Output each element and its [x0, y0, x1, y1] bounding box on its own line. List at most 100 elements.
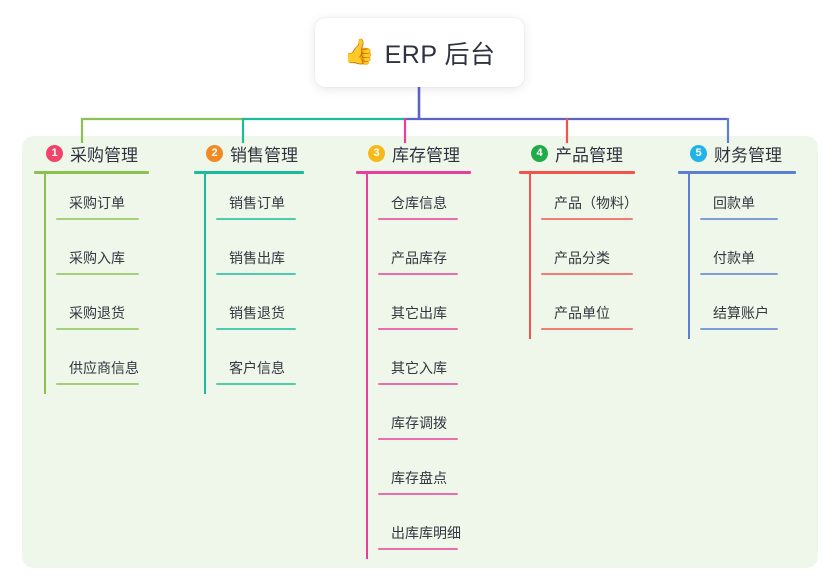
- list-item-label: 采购订单: [69, 195, 125, 211]
- list-item-label: 仓库信息: [391, 195, 447, 211]
- list-item-rule: [541, 218, 633, 220]
- list-item-label: 库存盘点: [391, 470, 447, 486]
- column-badge-icon: 5: [690, 144, 707, 162]
- column-header-rule: [356, 171, 471, 174]
- list-item[interactable]: 其它入库: [367, 339, 482, 394]
- list-item-rule: [216, 383, 296, 385]
- list-item-rule: [700, 328, 778, 330]
- column-items: 采购订单采购入库采购退货供应商信息: [34, 174, 160, 394]
- list-item-rule: [378, 438, 458, 440]
- list-item[interactable]: 其它出库: [367, 284, 482, 339]
- column-spine: [688, 174, 690, 339]
- list-item-label: 销售出库: [229, 250, 285, 266]
- column-items: 产品（物料） 产品分类产品单位: [519, 174, 647, 339]
- column-title: 销售管理: [230, 145, 298, 165]
- list-item-rule: [700, 218, 778, 220]
- column-header-rule: [34, 171, 149, 174]
- list-item[interactable]: 仓库信息: [367, 174, 482, 229]
- column-title: 采购管理: [70, 145, 138, 165]
- list-item-label: 其它出库: [391, 305, 447, 321]
- column-items: 销售订单销售出库销售退货客户信息: [194, 174, 316, 394]
- thumbs-up-icon: 👍: [343, 38, 375, 66]
- list-item[interactable]: 采购订单: [45, 174, 160, 229]
- list-item[interactable]: 产品分类: [530, 229, 647, 284]
- list-item[interactable]: 出库库明细: [367, 504, 482, 559]
- list-item-label: 产品分类: [554, 250, 610, 266]
- list-item-label: 结算账户: [713, 305, 769, 321]
- column-header-5[interactable]: 5 财务管理: [678, 140, 808, 166]
- list-item-label: 采购退货: [69, 305, 125, 321]
- column-badge-icon: 2: [206, 144, 223, 162]
- list-item-rule: [378, 273, 458, 275]
- list-item-rule: [541, 273, 633, 275]
- column-header-1[interactable]: 1 采购管理: [34, 140, 160, 166]
- list-item-label: 付款单: [713, 250, 755, 266]
- list-item-label: 产品（物料）: [554, 195, 638, 211]
- column-5: 5 财务管理回款单付款单结算账户: [678, 140, 808, 339]
- column-items: 回款单付款单结算账户: [678, 174, 808, 339]
- list-item-rule: [378, 548, 458, 550]
- column-badge-icon: 4: [531, 144, 548, 162]
- list-item[interactable]: 销售订单: [205, 174, 316, 229]
- list-item-rule: [56, 218, 139, 220]
- column-spine: [366, 174, 368, 559]
- list-item[interactable]: 采购退货: [45, 284, 160, 339]
- column-header-rule: [678, 171, 796, 174]
- list-item-label: 供应商信息: [69, 360, 139, 376]
- list-item[interactable]: 回款单: [689, 174, 808, 229]
- diagram-panel: [22, 136, 818, 568]
- column-title: 财务管理: [714, 145, 782, 165]
- list-item[interactable]: 销售出库: [205, 229, 316, 284]
- list-item-label: 销售订单: [229, 195, 285, 211]
- list-item[interactable]: 付款单: [689, 229, 808, 284]
- list-item[interactable]: 产品单位: [530, 284, 647, 339]
- list-item-rule: [700, 273, 778, 275]
- column-header-4[interactable]: 4 产品管理: [519, 140, 647, 166]
- list-item-rule: [378, 383, 458, 385]
- column-badge-icon: 1: [46, 144, 63, 162]
- list-item-rule: [378, 493, 458, 495]
- column-spine: [44, 174, 46, 394]
- column-3: 3 库存管理仓库信息产品库存其它出库其它入库库存调拨库存盘点出库库明细: [356, 140, 482, 559]
- list-item[interactable]: 库存盘点: [367, 449, 482, 504]
- column-badge-icon: 3: [368, 144, 385, 162]
- list-item[interactable]: 采购入库: [45, 229, 160, 284]
- list-item-label: 采购入库: [69, 250, 125, 266]
- column-header-rule: [519, 171, 635, 174]
- root-node-card[interactable]: 👍 ERP 后台: [315, 18, 524, 87]
- list-item-label: 出库库明细: [391, 525, 461, 541]
- list-item-label: 销售退货: [229, 305, 285, 321]
- column-2: 2 销售管理销售订单销售出库销售退货客户信息: [194, 140, 316, 394]
- list-item-label: 库存调拨: [391, 415, 447, 431]
- list-item[interactable]: 产品（物料）: [530, 174, 647, 229]
- list-item-rule: [216, 218, 296, 220]
- column-title: 库存管理: [392, 145, 460, 165]
- column-1: 1 采购管理采购订单采购入库采购退货供应商信息: [34, 140, 160, 394]
- list-item-label: 客户信息: [229, 360, 285, 376]
- column-header-3[interactable]: 3 库存管理: [356, 140, 482, 166]
- column-items: 仓库信息产品库存其它出库其它入库库存调拨库存盘点出库库明细: [356, 174, 482, 559]
- list-item-label: 产品库存: [391, 250, 447, 266]
- column-header-rule: [194, 171, 304, 174]
- list-item-rule: [378, 328, 458, 330]
- list-item[interactable]: 销售退货: [205, 284, 316, 339]
- list-item-label: 回款单: [713, 195, 755, 211]
- column-title: 产品管理: [555, 145, 623, 165]
- column-4: 4 产品管理产品（物料） 产品分类产品单位: [519, 140, 647, 339]
- list-item-rule: [216, 273, 296, 275]
- root-title: ERP 后台: [384, 40, 496, 69]
- list-item[interactable]: 供应商信息: [45, 339, 160, 394]
- list-item-label: 产品单位: [554, 305, 610, 321]
- list-item[interactable]: 库存调拨: [367, 394, 482, 449]
- list-item-rule: [56, 273, 139, 275]
- list-item[interactable]: 结算账户: [689, 284, 808, 339]
- column-spine: [529, 174, 531, 339]
- list-item-rule: [56, 383, 139, 385]
- column-header-2[interactable]: 2 销售管理: [194, 140, 316, 166]
- list-item[interactable]: 客户信息: [205, 339, 316, 394]
- list-item[interactable]: 产品库存: [367, 229, 482, 284]
- list-item-rule: [541, 328, 633, 330]
- list-item-rule: [216, 328, 296, 330]
- column-spine: [204, 174, 206, 394]
